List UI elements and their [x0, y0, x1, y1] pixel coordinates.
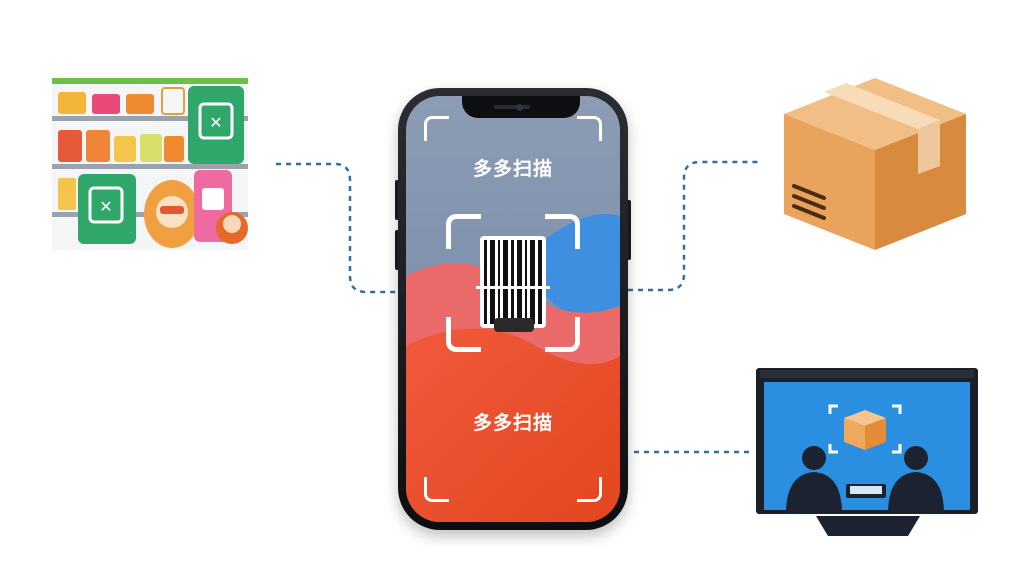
connector-shelf-phone [276, 162, 400, 294]
smartphone: 多多扫描 多多扫描 [398, 88, 628, 530]
scan-frame [446, 214, 580, 352]
package-box-icon [784, 78, 966, 250]
viewfinder-corner-icon [577, 116, 602, 141]
connector-phone-box [628, 160, 760, 292]
viewfinder-corner-icon [577, 477, 602, 502]
screen-background [406, 96, 620, 522]
scan-title-bottom: 多多扫描 [472, 412, 553, 434]
camera-icon [516, 104, 523, 111]
monitoring-screen-icon [756, 368, 978, 536]
svg-text:✕: ✕ [209, 113, 222, 132]
viewfinder-corner-icon [424, 477, 449, 502]
phone-screen: 多多扫描 多多扫描 [406, 96, 620, 522]
store-shelf-icon: ✕ ✕ [52, 78, 248, 250]
barcode-icon [476, 236, 550, 332]
speaker-icon [494, 105, 530, 109]
svg-text:✕: ✕ [99, 197, 112, 216]
scan-title-top: 多多扫描 [472, 158, 553, 180]
phone-notch [462, 96, 580, 118]
viewfinder-corner-icon [424, 116, 449, 141]
